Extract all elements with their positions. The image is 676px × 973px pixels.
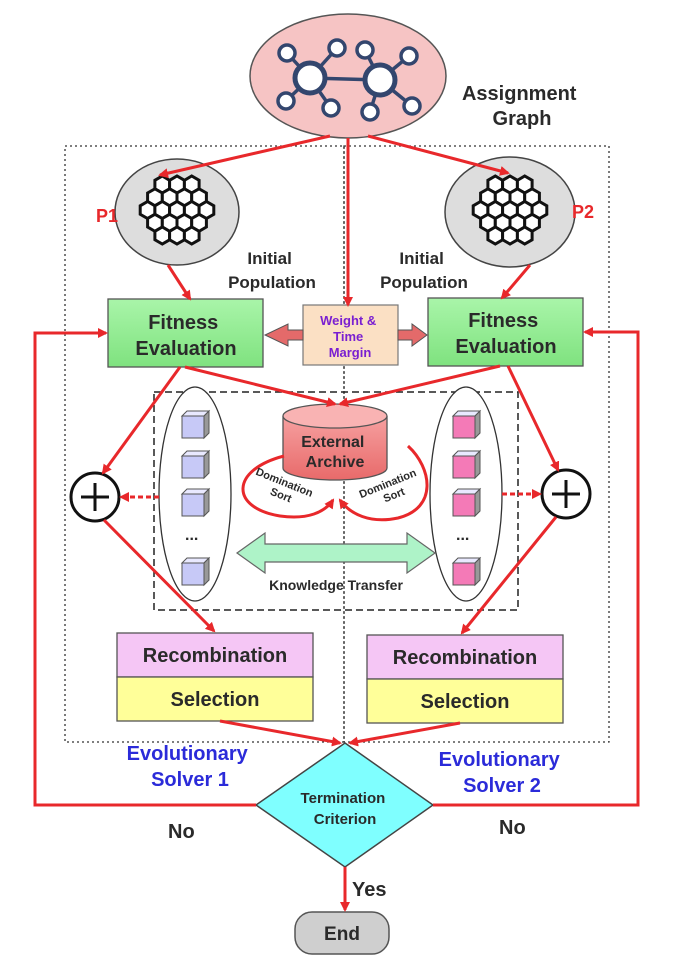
left-ellipsis: ... bbox=[185, 527, 198, 544]
hexagon-cell bbox=[182, 225, 201, 246]
hexagon-cell bbox=[501, 225, 519, 246]
end-terminal bbox=[294, 911, 390, 955]
individual-cube-solver1 bbox=[180, 449, 211, 480]
knowledge-transfer-label: Knowledge Transfer bbox=[269, 577, 403, 593]
weight-time-margin-box bbox=[302, 304, 399, 366]
honeycomb-icon-p2 bbox=[471, 174, 549, 246]
honeycomb-icon-p1 bbox=[138, 174, 216, 246]
arrow-p2-to-fitness bbox=[500, 264, 532, 300]
arrow-graph-to-p1 bbox=[158, 134, 331, 179]
arrow-no-loop-right bbox=[433, 327, 640, 807]
selection-right-box bbox=[366, 678, 564, 724]
fitness-evaluation-left-box bbox=[107, 298, 264, 368]
external-archive-label: External Archive bbox=[301, 434, 369, 471]
individual-cube-solver2 bbox=[451, 409, 482, 440]
assignment-graph-label: Assignment Graph bbox=[462, 83, 582, 130]
hexagon-cell bbox=[486, 225, 505, 246]
arrow-fitness-right-to-plus bbox=[506, 365, 560, 472]
arrow-p1-to-fitness bbox=[166, 264, 192, 301]
end-label: End bbox=[324, 924, 360, 945]
individual-cube-solver2 bbox=[451, 556, 482, 587]
arrow-fitness-right-to-archive bbox=[338, 364, 501, 408]
knowledge-transfer-region bbox=[153, 391, 519, 611]
assignment-graph-node bbox=[249, 13, 447, 139]
domination-sort-left-arrow bbox=[241, 454, 335, 519]
recombination-right-box bbox=[366, 634, 564, 680]
arrow-fitness-left-to-plus bbox=[101, 366, 182, 475]
knowledge-transfer-double-arrow bbox=[235, 531, 437, 575]
arrow-selection-right-to-termination bbox=[348, 721, 461, 747]
domination-sort-right-arrow bbox=[338, 444, 429, 522]
evolutionary-solver-1-label: Evolutionary Solver 1 bbox=[127, 743, 254, 791]
termination-criterion-label: Termination Criterion bbox=[301, 790, 390, 828]
yes-label: Yes bbox=[352, 879, 386, 901]
evolutionary-solver-2-label: Evolutionary Solver 2 bbox=[439, 749, 566, 797]
hexagon-cell bbox=[153, 225, 172, 246]
fitness-evaluation-right-box bbox=[427, 297, 584, 367]
fitness-evaluation-right-label: Fitness Evaluation bbox=[455, 310, 556, 358]
p2-label: P2 bbox=[572, 202, 594, 222]
flow-arrows bbox=[33, 134, 640, 912]
initial-population-right-label: Initial Population bbox=[380, 249, 468, 292]
p1-label: P1 bbox=[96, 206, 118, 226]
weight-to-right-block-arrow bbox=[397, 323, 428, 347]
individual-cube-solver1 bbox=[180, 409, 211, 440]
recombination-right-label: Recombination bbox=[393, 647, 537, 669]
weight-to-left-block-arrow bbox=[263, 323, 304, 347]
no-left-label: No bbox=[168, 821, 195, 843]
selection-left-box bbox=[116, 676, 314, 722]
recombination-left-label: Recombination bbox=[143, 645, 287, 667]
external-archive-cylinder bbox=[282, 403, 388, 481]
combine-left-plus-icon bbox=[69, 471, 121, 523]
arrow-selection-left-to-termination bbox=[219, 719, 342, 747]
initial-population-left-label: Initial Population bbox=[228, 249, 316, 292]
arrow-no-loop-left bbox=[33, 328, 256, 807]
weight-time-margin-label: Weight & Time Margin bbox=[320, 313, 380, 360]
individual-cube-solver2 bbox=[451, 449, 482, 480]
arrow-plus-left-to-recombination bbox=[102, 518, 216, 633]
hexagon-cell bbox=[168, 225, 186, 246]
selection-left-label: Selection bbox=[171, 689, 260, 711]
graph-network-icon bbox=[276, 38, 422, 122]
hexagon-cell bbox=[515, 225, 534, 246]
combine-right-plus-icon bbox=[540, 468, 592, 520]
arrow-plus-right-to-recombination bbox=[460, 516, 558, 635]
right-ellipsis: ... bbox=[456, 527, 469, 544]
fitness-evaluation-left-label: Fitness Evaluation bbox=[135, 312, 236, 360]
arrow-fitness-left-to-archive bbox=[184, 365, 337, 407]
individual-cube-solver2 bbox=[451, 487, 482, 518]
individual-cube-solver1 bbox=[180, 556, 211, 587]
individual-cube-solver1 bbox=[180, 487, 211, 518]
selection-right-label: Selection bbox=[421, 691, 510, 713]
no-right-label: No bbox=[499, 817, 526, 839]
arrow-graph-to-p2 bbox=[367, 134, 510, 176]
